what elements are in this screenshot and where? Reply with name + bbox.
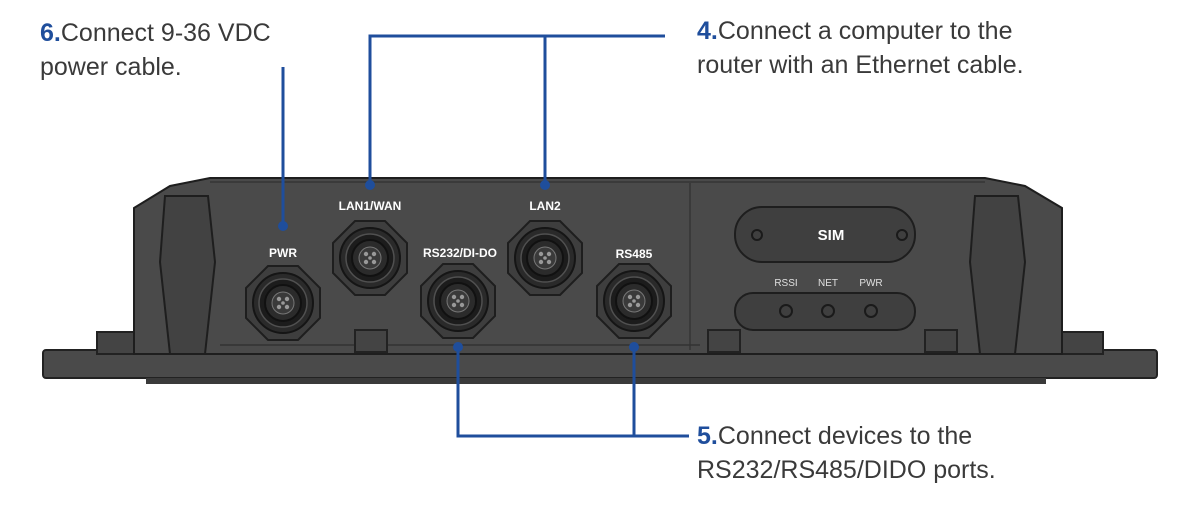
side-rib-right <box>968 195 1027 355</box>
port-label-rs232: RS232/DI-DO <box>423 246 497 260</box>
lan1-wan-port-connector <box>332 220 408 296</box>
leader-dot-lan1 <box>365 180 375 190</box>
rs485-port-connector <box>596 263 672 339</box>
lan2-port-connector <box>507 220 583 296</box>
callout-power-line1: Connect 9-36 VDC <box>60 19 271 47</box>
callout-computer-line1: Connect a computer to the <box>717 17 1013 45</box>
callout-power-number: 6. <box>40 19 61 47</box>
rs232-port-connector <box>420 263 496 339</box>
callout-computer: 4.Connect a computer to the router with … <box>697 14 1137 82</box>
leader-dot-rs485 <box>629 342 639 352</box>
led-rssi-icon <box>779 304 793 318</box>
sim-label: SIM <box>818 227 845 244</box>
pwr-port-connector <box>245 265 321 341</box>
led-label-rssi: RSSI <box>774 278 797 289</box>
side-rib-left <box>158 195 217 355</box>
leader-line-computer <box>368 34 665 185</box>
led-pwr-icon <box>864 304 878 318</box>
led-panel <box>734 292 916 331</box>
port-label-lan2: LAN2 <box>529 199 561 213</box>
sim-slot-panel <box>734 206 916 263</box>
leader-line-devices <box>456 347 689 438</box>
port-label-pwr: PWR <box>269 246 297 260</box>
led-label-net: NET <box>818 278 838 289</box>
callout-devices-line2: RS232/RS485/DIDO ports. <box>697 456 996 484</box>
port-label-lan1-wan: LAN1/WAN <box>339 199 402 213</box>
callout-devices-number: 5. <box>697 422 718 450</box>
port-label-rs485: RS485 <box>616 247 653 261</box>
led-label-pwr: PWR <box>859 278 882 289</box>
callout-power-line2: power cable. <box>40 53 182 81</box>
leader-dot-lan2 <box>540 180 550 190</box>
leader-dot-rs232 <box>453 342 463 352</box>
callout-devices: 5.Connect devices to the RS232/RS485/DID… <box>697 419 1117 487</box>
sim-screw-left-icon <box>751 229 763 241</box>
callout-power: 6.Connect 9-36 VDC power cable. <box>40 16 360 84</box>
sim-screw-right-icon <box>896 229 908 241</box>
callout-devices-line1: Connect devices to the <box>717 422 973 450</box>
leader-dot-pwr <box>278 221 288 231</box>
callout-computer-line2: router with an Ethernet cable. <box>697 51 1024 79</box>
led-net-icon <box>821 304 835 318</box>
callout-computer-number: 4. <box>697 17 718 45</box>
